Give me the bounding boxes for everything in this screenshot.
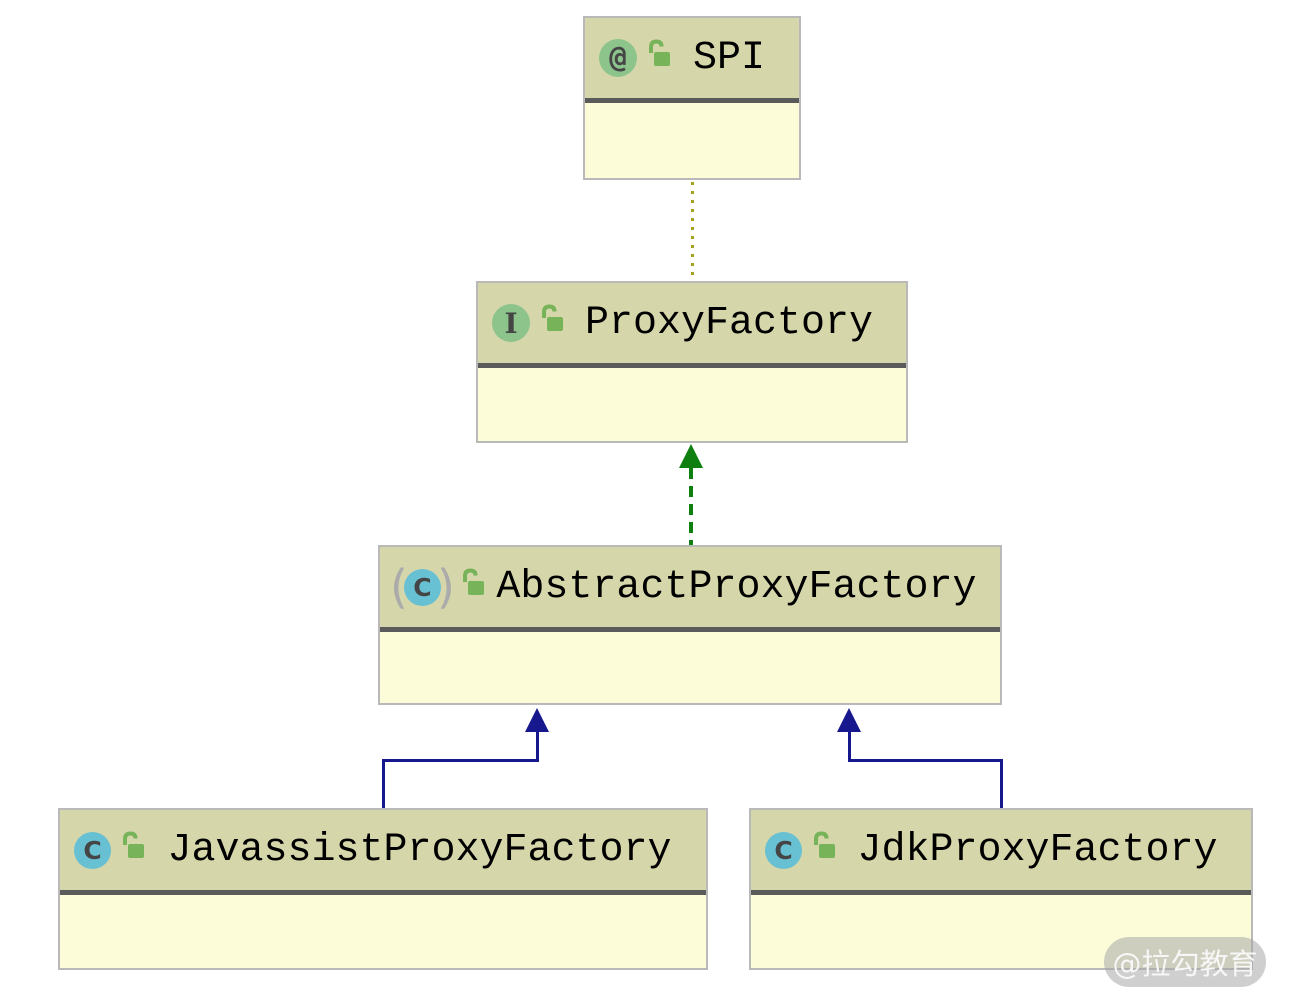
open-lock-icon	[120, 831, 147, 865]
open-lock-icon	[646, 39, 673, 73]
edge-annotation-dotted-line	[691, 182, 694, 280]
edge-extends-left-line-upper	[536, 730, 539, 762]
node-title: JdkProxyFactory	[857, 827, 1218, 873]
class-node-abstractproxyfactory[interactable]: ( C ) AbstractProxyFactory	[378, 545, 1002, 705]
edge-implements-dashed-line	[689, 468, 693, 545]
edge-extends-left-arrowhead	[525, 708, 549, 732]
node-title: AbstractProxyFactory	[496, 564, 977, 610]
node-body	[380, 632, 1000, 703]
edge-extends-right-line-lower	[1000, 759, 1003, 808]
node-body	[478, 368, 906, 441]
node-header: @ SPI	[585, 18, 799, 103]
open-lock-icon	[811, 831, 838, 865]
edge-extends-right-arrowhead	[837, 708, 861, 732]
edge-implements-arrowhead	[679, 444, 703, 468]
edge-extends-right-line-horizontal	[848, 759, 1003, 762]
edge-extends-right-line-upper	[848, 730, 851, 762]
node-header: ( C ) AbstractProxyFactory	[380, 547, 1000, 632]
class-icon: C	[74, 831, 111, 869]
annotation-icon: @	[599, 39, 637, 77]
interface-icon: I	[492, 304, 530, 342]
node-header: C JdkProxyFactory	[751, 810, 1251, 895]
node-header: I ProxyFactory	[478, 283, 906, 368]
class-icon: C	[765, 831, 802, 869]
abstract-class-icon: ( C )	[390, 560, 455, 614]
node-body	[60, 895, 706, 968]
edge-extends-left-line-lower	[382, 759, 385, 808]
watermark-badge: @拉勾教育	[1104, 937, 1266, 987]
node-title: SPI	[692, 35, 765, 81]
class-node-javassistproxyfactory[interactable]: C JavassistProxyFactory	[58, 808, 708, 970]
class-node-spi[interactable]: @ SPI	[583, 16, 801, 180]
node-header: C JavassistProxyFactory	[60, 810, 706, 895]
node-title: JavassistProxyFactory	[167, 827, 672, 873]
class-node-proxyfactory[interactable]: I ProxyFactory	[476, 281, 908, 443]
node-body	[585, 103, 799, 178]
open-lock-icon	[539, 304, 566, 338]
node-title: ProxyFactory	[584, 300, 874, 346]
open-lock-icon	[460, 568, 487, 602]
edge-extends-left-line-horizontal	[382, 759, 539, 762]
class-node-jdkproxyfactory[interactable]: C JdkProxyFactory	[749, 808, 1253, 970]
